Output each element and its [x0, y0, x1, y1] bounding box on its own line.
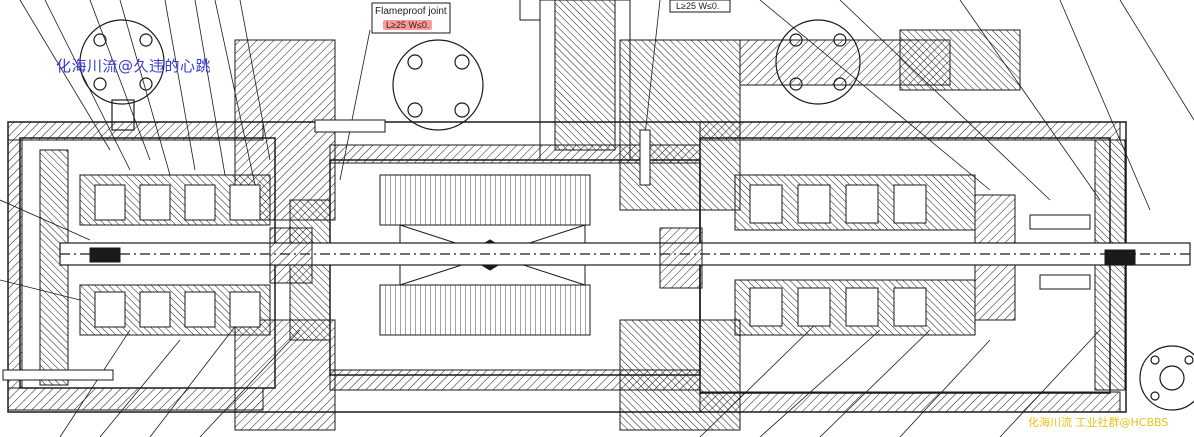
- joint-label-box: [371, 0, 731, 34]
- tie-bolts: [2, 119, 1091, 381]
- casing-hatching: [7, 0, 1126, 431]
- joint-spec-right-label: L≥25 W≤0.: [676, 1, 720, 11]
- impellers-left: [79, 174, 271, 336]
- watermark-bottom: 化海川流 工业社群@HCBBS: [1028, 416, 1169, 429]
- shaft: [59, 242, 1191, 266]
- discharge-flange: [1139, 345, 1194, 411]
- center-flange: [392, 39, 484, 131]
- bearings: [89, 227, 1136, 289]
- impellers-right: [734, 174, 1016, 336]
- motor-core: [379, 174, 591, 336]
- joint-spec-label: L≥25 W≤0.: [383, 20, 433, 30]
- watermark-top: 化海川流@久违的心跳: [56, 57, 212, 75]
- flameproof-joint-label: Flameproof joint: [375, 6, 447, 17]
